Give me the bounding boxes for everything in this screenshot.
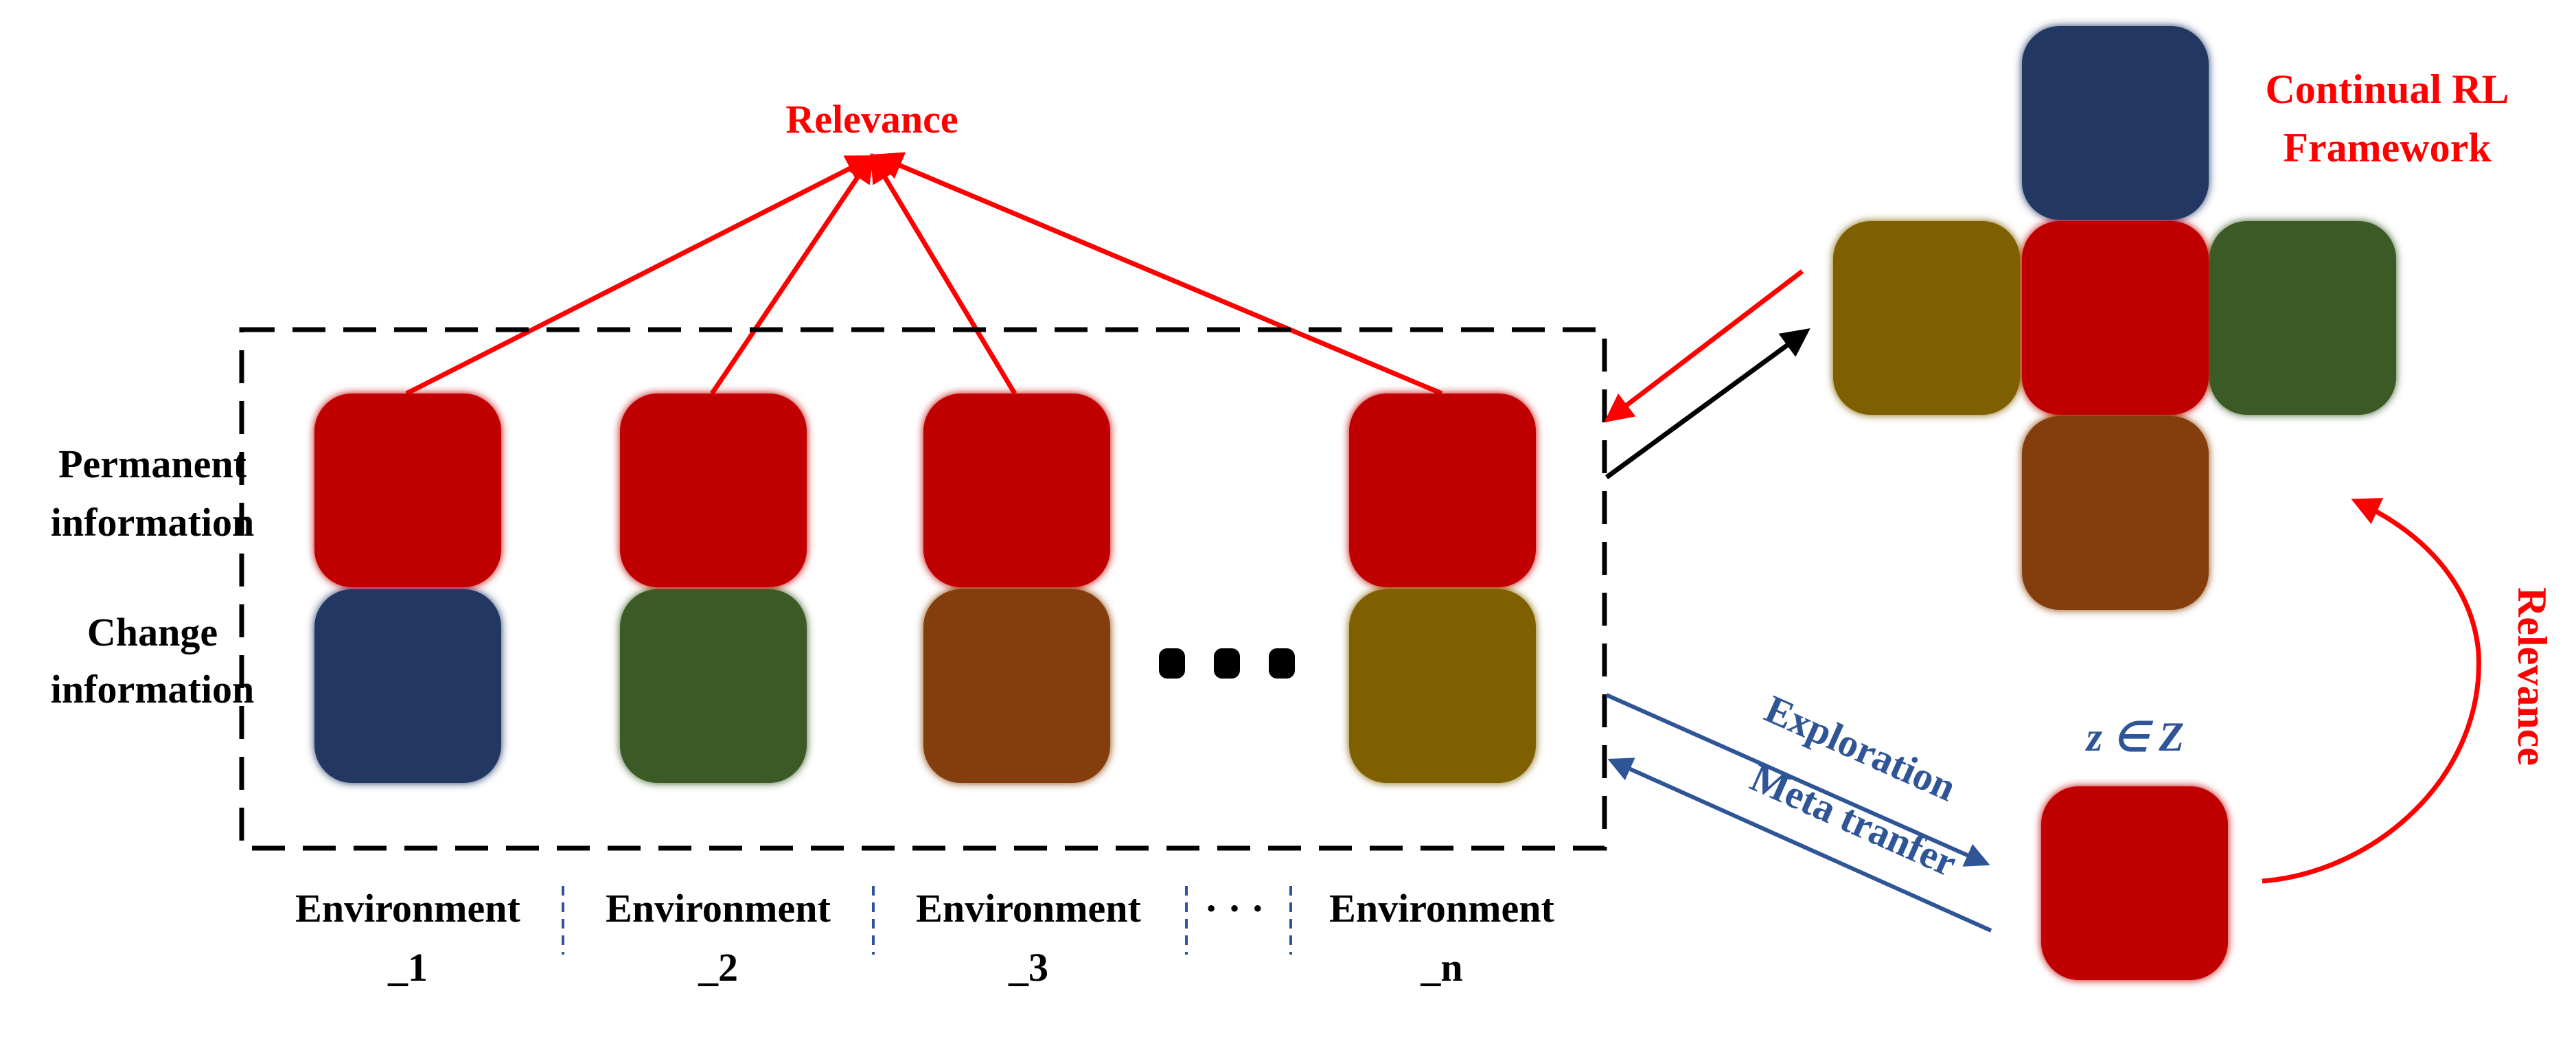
latent-block bbox=[2041, 786, 2228, 980]
latent-label: z ∈ Z bbox=[2085, 714, 2184, 760]
change-label-line1: Change bbox=[87, 610, 218, 654]
env2-label-line2: _2 bbox=[698, 945, 738, 990]
framework-center-block bbox=[2022, 221, 2209, 415]
env2-label-line1: Environment bbox=[606, 886, 831, 931]
permanent-label-line2: information bbox=[51, 500, 254, 545]
relevance-arrow-env2 bbox=[710, 153, 874, 395]
env3-label-line2: _3 bbox=[1008, 945, 1048, 990]
framework-left-block bbox=[1833, 221, 2020, 415]
env2-change-block bbox=[620, 589, 807, 783]
env-blocks bbox=[314, 394, 1536, 783]
envn-label-line1: Environment bbox=[1329, 886, 1554, 931]
env1-label-line1: Environment bbox=[295, 886, 520, 931]
permanent-info-label: Permanent information bbox=[51, 442, 254, 545]
env3-permanent-block bbox=[923, 394, 1110, 587]
change-label-line2: information bbox=[51, 667, 254, 711]
framework-blocks bbox=[1833, 26, 2396, 610]
env1-change-block bbox=[314, 589, 501, 783]
env1-permanent-block bbox=[314, 394, 501, 587]
bottom-ellipsis: · · · bbox=[1204, 886, 1264, 931]
exploration-arrow bbox=[1605, 693, 1990, 867]
environment-labels: Environment _1 Environment _2 Environmen… bbox=[295, 886, 1554, 990]
env3-change-block bbox=[923, 589, 1110, 783]
framework-title-line2: Framework bbox=[2283, 125, 2492, 170]
relevance-arrow-env3 bbox=[870, 152, 1017, 395]
environment-separators bbox=[562, 886, 1292, 955]
latent-relevance-arrow bbox=[2262, 498, 2481, 884]
framework-top-block bbox=[2022, 26, 2209, 220]
framework-bottom-block bbox=[2022, 416, 2209, 610]
envn-change-block bbox=[1349, 589, 1536, 783]
relevance-arrows bbox=[405, 152, 1443, 396]
framework-right-block bbox=[2209, 221, 2396, 415]
env-to-framework-arrow bbox=[1605, 328, 1810, 479]
permanent-label-line1: Permanent bbox=[58, 442, 246, 486]
side-relevance-label: Relevance bbox=[2509, 587, 2555, 766]
envn-permanent-block bbox=[1349, 394, 1536, 587]
framework-to-env-arrow bbox=[1604, 269, 1804, 423]
envn-label-line2: _n bbox=[1420, 945, 1462, 990]
framework-title-line1: Continual RL bbox=[2265, 67, 2509, 112]
meta-transfer-arrow bbox=[1607, 758, 1992, 933]
env3-label-line1: Environment bbox=[916, 886, 1141, 931]
environments-frame bbox=[239, 327, 1607, 851]
relevance-arrow-env1 bbox=[405, 155, 876, 396]
change-info-label: Change information bbox=[51, 610, 254, 711]
top-relevance-label: Relevance bbox=[785, 97, 958, 141]
env2-permanent-block bbox=[620, 394, 807, 587]
env1-label-line2: _1 bbox=[387, 945, 428, 990]
relevance-arrow-envn bbox=[873, 152, 1443, 396]
ellipsis-icon bbox=[1159, 648, 1295, 679]
